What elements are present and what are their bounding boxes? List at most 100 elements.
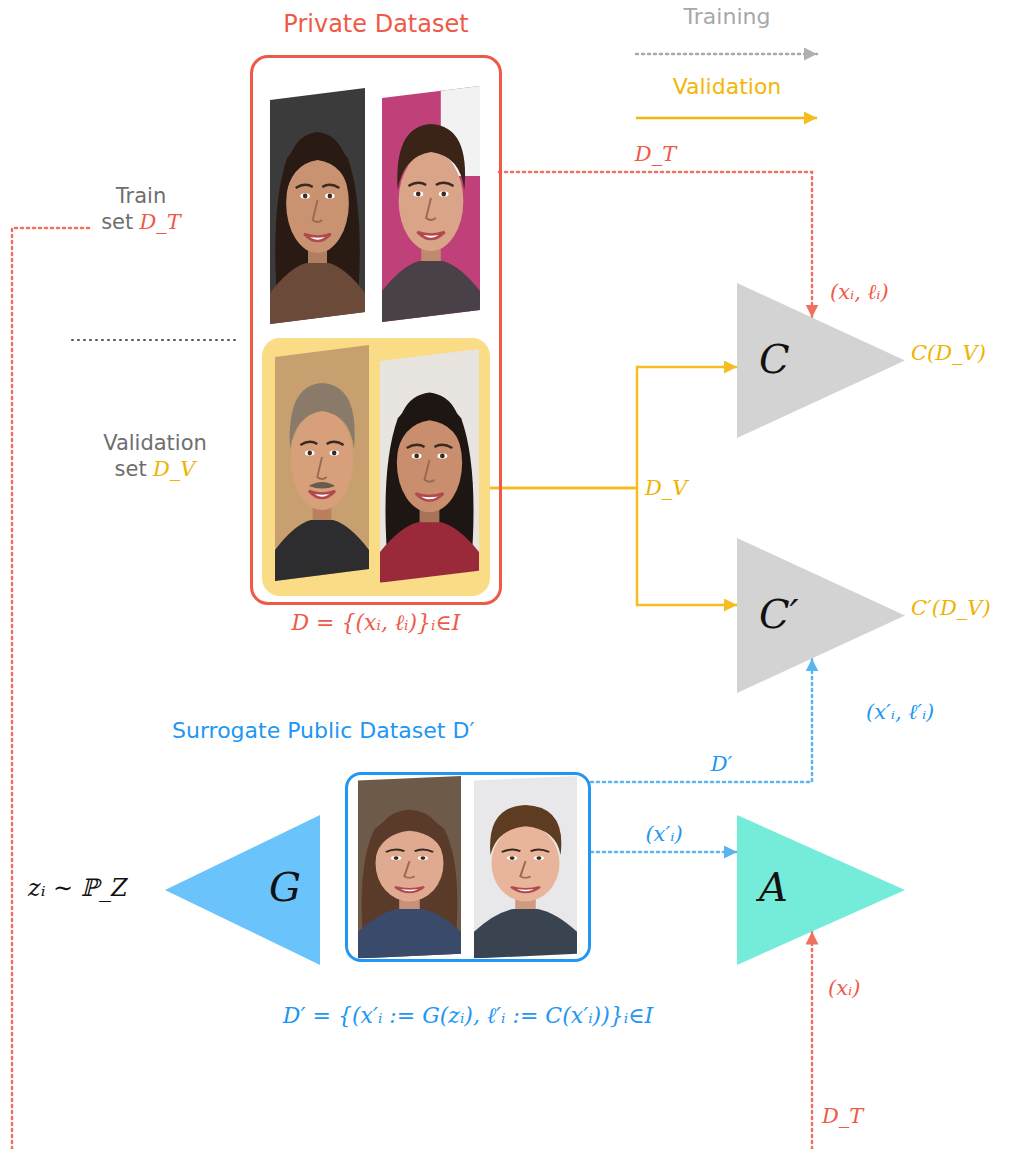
private-dataset-box: Private DatasetD = {(xᵢ, ℓᵢ)}ᵢ∈I Train s… <box>250 55 502 605</box>
legend-entry: Validation <box>632 74 822 100</box>
legend-text: Training <box>632 4 822 30</box>
drawing-part <box>309 482 335 489</box>
set-symbol: D_V <box>153 457 196 481</box>
output-label: C′(D_V) <box>911 596 991 621</box>
legend-line <box>636 53 817 56</box>
drawing-part <box>291 410 353 510</box>
validation-split: Validation setD_V <box>262 338 490 596</box>
generator-symbol: G <box>269 863 301 911</box>
data-flow-arrow <box>591 851 737 854</box>
drawing-part <box>502 850 549 893</box>
drawing-part <box>380 349 479 587</box>
drawing-part <box>408 183 453 239</box>
face-photo <box>380 349 479 587</box>
drawing-part <box>380 522 479 586</box>
drawing-part <box>399 151 464 251</box>
drawing-part <box>474 776 577 958</box>
drawing-part <box>270 88 365 328</box>
drawing-part <box>407 445 453 501</box>
legend-text: Validation <box>632 74 822 100</box>
legend-entry: Training <box>632 4 822 30</box>
edge-label: D_T <box>633 142 678 167</box>
drawing-part <box>275 520 369 585</box>
triangle-shape <box>737 283 905 438</box>
drawing-part <box>296 185 340 241</box>
drawing-part <box>441 86 480 176</box>
drawing-part <box>397 413 462 512</box>
drawing-part <box>362 813 458 951</box>
drawing-part <box>490 805 561 855</box>
data-flow-arrow <box>499 172 812 318</box>
triangle-shape <box>737 538 905 693</box>
drawing-part <box>300 442 343 498</box>
triangle-shape <box>165 815 320 965</box>
face-photo <box>270 88 365 328</box>
drawing-part <box>270 88 365 328</box>
surrogate-dataset-box: Surrogate Public Dataset D′D′ = {(x′ᵢ :=… <box>345 772 591 962</box>
classifier-triangle: C′C′(D_V) <box>737 538 905 693</box>
drawing-part <box>474 776 577 958</box>
legend-sample <box>632 46 822 62</box>
separator-dots <box>72 339 235 341</box>
drawing-part <box>492 825 560 901</box>
drawing-part <box>376 825 444 901</box>
drawing-part <box>396 393 464 458</box>
legend-line <box>636 117 817 120</box>
drawing-part <box>308 238 327 273</box>
drawing-part <box>275 345 369 585</box>
drawing-part <box>515 890 536 917</box>
drawing-part <box>313 495 332 530</box>
face-photo <box>275 345 369 585</box>
legend-sample <box>632 110 822 126</box>
classifier-symbol: C′ <box>759 590 799 638</box>
drawing-part <box>358 776 461 958</box>
edge-label: (x′ᵢ) <box>643 822 684 847</box>
generator-triangle: G <box>165 815 320 965</box>
face-photo <box>474 776 577 958</box>
math-label: (xᵢ) <box>828 976 860 1001</box>
edge-label: D_T <box>820 1104 865 1129</box>
dataset-title: Surrogate Public Dataset D′ <box>172 718 474 744</box>
train-split: Train setD_T <box>253 58 499 333</box>
math-label: zᵢ ∼ ℙ_Z <box>28 874 128 903</box>
drawing-part <box>397 124 465 190</box>
data-flow-arrow <box>490 367 737 488</box>
data-flow-arrow <box>591 658 812 782</box>
drawing-part <box>382 86 480 326</box>
face-photo <box>382 86 480 326</box>
face-photos <box>253 58 499 333</box>
edge-label: D_V <box>643 476 690 501</box>
face-photo <box>358 776 461 958</box>
drawing-part <box>374 809 444 859</box>
drawing-part <box>286 153 349 253</box>
dataset-formula: D′ = {(x′ᵢ := G(zᵢ), ℓ′ᵢ := C(x′ᵢ))}ᵢ∈I <box>95 1003 841 1029</box>
drawing-part <box>386 850 433 893</box>
dataset-formula: D = {(xᵢ, ℓᵢ)}ᵢ∈I <box>210 610 542 636</box>
math-label: (x′ᵢ, ℓ′ᵢ) <box>866 700 934 725</box>
drawing-part <box>358 776 461 958</box>
drawing-part <box>290 383 355 449</box>
drawing-part <box>285 132 350 198</box>
drawing-part <box>420 498 440 533</box>
face-photos <box>348 775 588 959</box>
output-label: C(D_V) <box>911 341 986 366</box>
drawing-part <box>474 909 577 958</box>
drawing-part <box>382 261 480 326</box>
drawing-part <box>399 890 420 917</box>
math-label: (xᵢ, ℓᵢ) <box>830 280 889 305</box>
drawing-part <box>358 909 461 958</box>
drawing-part <box>380 349 479 587</box>
drawing-part <box>275 138 359 308</box>
classifier-symbol: C <box>759 335 790 383</box>
set-symbol: D_T <box>140 210 181 234</box>
classifier-triangle: CC(D_V) <box>737 283 905 438</box>
face-photos <box>262 338 490 596</box>
set-label: Validation setD_V <box>96 430 214 483</box>
drawing-part <box>275 345 369 585</box>
drawing-part <box>421 236 441 271</box>
attack-triangle: A <box>737 815 905 965</box>
